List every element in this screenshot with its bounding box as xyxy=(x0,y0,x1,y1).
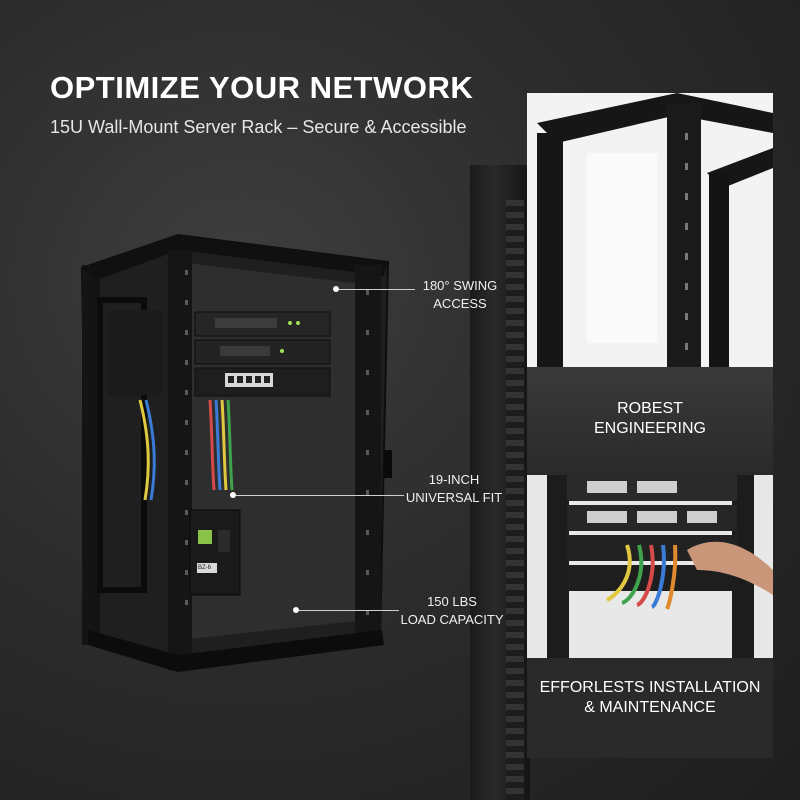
rack-hinge xyxy=(384,450,392,478)
rack-side-frame xyxy=(97,297,147,593)
patch-panel xyxy=(194,367,331,397)
installation-line2: & MAINTENANCE xyxy=(584,699,716,716)
fit-callout-dot xyxy=(230,492,236,498)
headline: OPTIMIZE YOUR NETWORK xyxy=(50,70,474,105)
cabling-closeup-image xyxy=(527,475,773,658)
installation-line1: EFFORLESTS INSTALLATION xyxy=(539,679,761,696)
network-cables xyxy=(138,399,234,501)
network-switch-2 xyxy=(194,339,331,365)
rack-left-post xyxy=(168,250,192,670)
callout-capacity-line1: 150 LBS xyxy=(427,594,477,609)
power-unit xyxy=(189,509,241,596)
callout-capacity-line2: LOAD CAPACITY xyxy=(400,612,504,627)
engineering-line2: ENGINEERING xyxy=(593,420,706,437)
panel-cabling-closeup xyxy=(527,475,773,658)
rack-bottom-frame xyxy=(88,630,384,672)
rack-top-frame xyxy=(82,235,388,280)
rack-left-rear-post xyxy=(82,265,100,645)
engineering-line1: ROBEST xyxy=(617,400,683,417)
rack-rail-holes xyxy=(185,270,369,615)
capacity-callout-line xyxy=(299,610,399,611)
engineering-label: ROBEST ENGINEERING xyxy=(527,399,773,439)
callout-swing-line2: ACCESS xyxy=(433,296,487,311)
panel-frame-closeup xyxy=(527,93,773,367)
network-switch-1 xyxy=(194,311,331,337)
side-mounted-device xyxy=(108,310,163,395)
pdu-tag: BZ-6 xyxy=(198,565,212,571)
background-rack-rail xyxy=(506,200,524,800)
swing-callout-dot xyxy=(333,286,339,292)
panel-robust-engineering: ROBEST ENGINEERING xyxy=(527,367,773,475)
capacity-callout-dot xyxy=(293,607,299,613)
callout-swing-access: 180° SWING ACCESS xyxy=(410,277,510,313)
subheadline: 15U Wall-Mount Server Rack – Secure & Ac… xyxy=(50,117,467,137)
callout-universal-fit: 19-INCH UNIVERSAL FIT xyxy=(400,471,508,507)
panel-installation: EFFORLESTS INSTALLATION & MAINTENANCE xyxy=(527,658,773,758)
swing-callout-line xyxy=(339,289,415,290)
installation-label: EFFORLESTS INSTALLATION & MAINTENANCE xyxy=(527,678,773,718)
fit-callout-line xyxy=(236,495,404,496)
callout-fit-line2: UNIVERSAL FIT xyxy=(405,490,503,505)
callout-load-capacity: 150 LBS LOAD CAPACITY xyxy=(396,593,508,629)
rack-frame-closeup-image xyxy=(527,93,773,367)
callout-fit-line1: 19-INCH xyxy=(428,472,480,487)
callout-swing-line1: 180° SWING xyxy=(422,278,498,293)
